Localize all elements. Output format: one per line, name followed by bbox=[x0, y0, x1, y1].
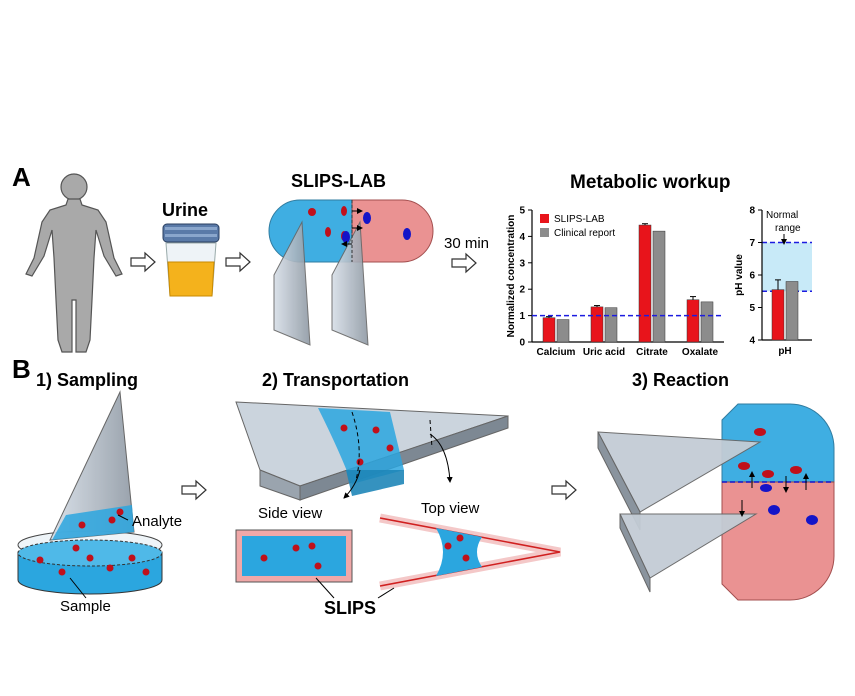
bar-1 bbox=[785, 281, 799, 341]
legend-swatch bbox=[540, 214, 549, 223]
panel-a-letter: A bbox=[12, 162, 31, 192]
slips-label: SLIPS bbox=[324, 598, 376, 618]
top-view-label: Top view bbox=[421, 500, 480, 517]
analyte-label: Analyte bbox=[132, 513, 182, 530]
y-tick-label: 2 bbox=[519, 285, 525, 296]
arrow-icon-3 bbox=[451, 252, 477, 274]
y-tick-label: 6 bbox=[749, 271, 755, 282]
urine-cup-icon bbox=[162, 223, 220, 297]
slips-lab-device bbox=[268, 199, 434, 346]
reaction-illustration bbox=[597, 403, 835, 601]
arrow-icon-2 bbox=[225, 251, 251, 273]
annotation-line: range bbox=[775, 223, 801, 234]
transportation-illustration bbox=[235, 401, 509, 501]
panel-b-letter: B bbox=[12, 354, 31, 384]
arrow-icon-4 bbox=[181, 479, 207, 501]
ph-chart: 4 5 6 7 8 pH value pH Normal range bbox=[734, 206, 812, 357]
category-label: Citrate bbox=[636, 347, 668, 358]
urine-label: Urine bbox=[162, 200, 208, 220]
step-sampling-title: 1) Sampling bbox=[36, 370, 138, 390]
y-axis-label: Normalized concentration bbox=[506, 215, 517, 338]
y-tick-label: 4 bbox=[519, 232, 525, 243]
side-view-label: Side view bbox=[258, 505, 322, 522]
bar-1 bbox=[604, 307, 618, 343]
y-tick-label: 0 bbox=[519, 338, 525, 349]
time-label: 30 min bbox=[444, 235, 489, 252]
y-axis-label: pH value bbox=[734, 254, 745, 296]
y-tick-label: 4 bbox=[749, 336, 755, 347]
y-tick-label: 3 bbox=[519, 258, 525, 269]
slips-lab-title: SLIPS-LAB bbox=[291, 171, 386, 191]
y-tick-label: 5 bbox=[749, 303, 755, 314]
legend-label: Clinical report bbox=[554, 228, 615, 239]
bar-0 bbox=[542, 317, 556, 343]
sample-label: Sample bbox=[60, 598, 111, 615]
category-label: Calcium bbox=[537, 347, 576, 358]
arrow-icon-5 bbox=[551, 479, 577, 501]
bar-1 bbox=[700, 301, 714, 343]
legend-swatch bbox=[540, 228, 549, 237]
step-transportation-title: 2) Transportation bbox=[262, 370, 409, 390]
y-tick-label: 1 bbox=[519, 311, 525, 322]
human-icon bbox=[25, 173, 123, 353]
category-label: Uric acid bbox=[583, 347, 625, 358]
y-tick-label: 8 bbox=[749, 206, 755, 217]
sampling-illustration bbox=[17, 390, 163, 599]
category-label: Oxalate bbox=[682, 347, 719, 358]
arrow-icon-1 bbox=[130, 251, 156, 273]
bar-0 bbox=[590, 306, 604, 343]
y-tick-label: 5 bbox=[519, 206, 525, 217]
annotation-line: Normal bbox=[766, 210, 798, 221]
bar-0 bbox=[771, 289, 785, 341]
bar-1 bbox=[652, 230, 666, 343]
bar-1 bbox=[556, 319, 570, 343]
y-tick-label: 7 bbox=[749, 238, 755, 249]
step-reaction-title: 3) Reaction bbox=[632, 370, 729, 390]
bar-0 bbox=[638, 224, 652, 343]
bar-0 bbox=[686, 299, 700, 343]
top-view-diagram bbox=[377, 513, 561, 599]
legend-label: SLIPS-LAB bbox=[554, 214, 605, 225]
category-label: pH bbox=[778, 346, 791, 357]
metabolic-workup-title: Metabolic workup bbox=[570, 172, 730, 193]
side-view-diagram bbox=[235, 529, 353, 599]
